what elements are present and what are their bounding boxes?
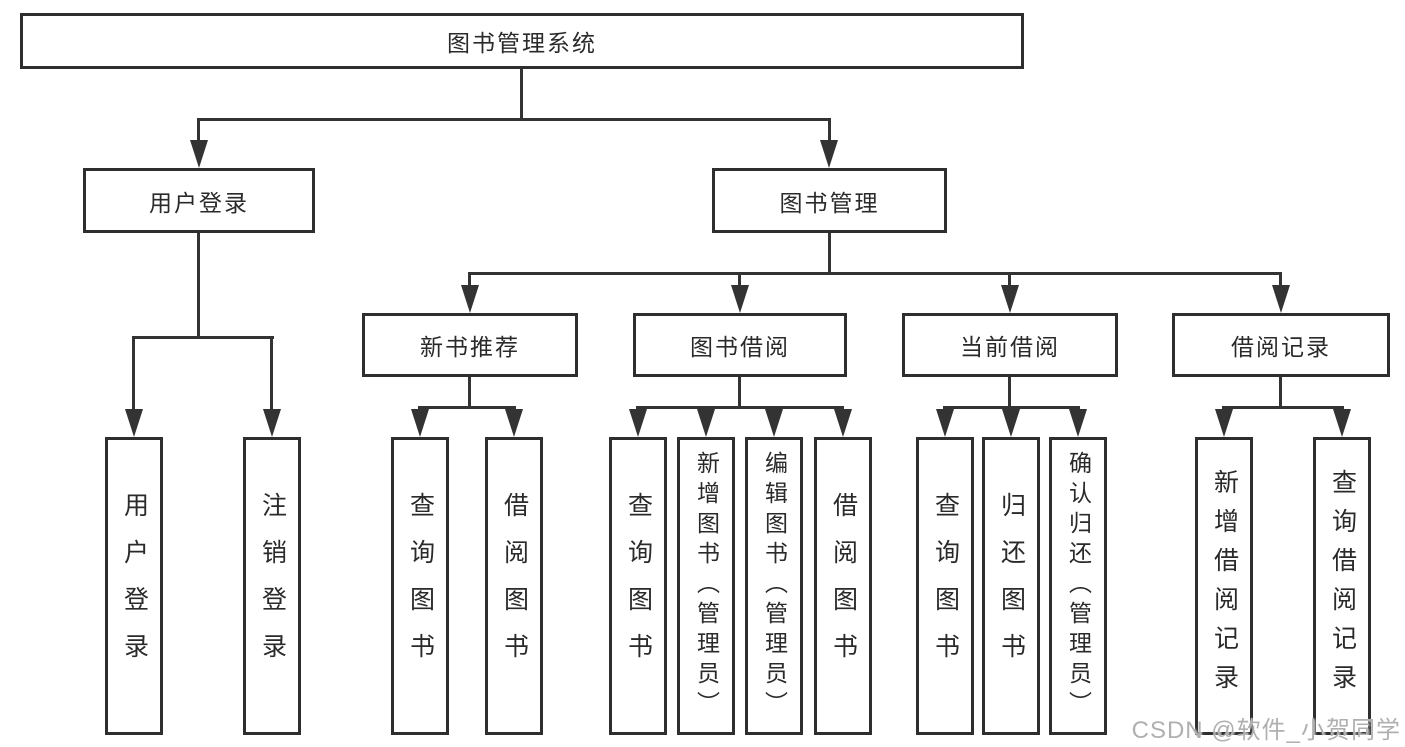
connector-arrow <box>1333 409 1351 437</box>
connector-arrow <box>1069 409 1087 437</box>
connector-arrow <box>505 409 523 437</box>
node-current-borrow: 当前借阅 <box>902 313 1118 377</box>
connector-line <box>828 233 831 272</box>
connector-arrow <box>190 140 208 168</box>
connector-arrow <box>263 409 281 437</box>
node-label: 图书管理 <box>779 189 880 216</box>
connector-line <box>270 336 273 411</box>
leaf-edit-books-admin: 编辑图书（管理员） <box>745 437 803 735</box>
connector-arrow <box>461 285 479 313</box>
leaf-label: 查询图书 <box>624 492 653 680</box>
connector-line <box>132 336 135 411</box>
leaf-label: 查询图书 <box>931 492 960 680</box>
connector-arrow <box>1001 285 1019 313</box>
connector-arrow <box>820 140 838 168</box>
leaf-add-borrow-record: 新增借阅记录 <box>1195 437 1253 735</box>
node-label: 借阅记录 <box>1231 334 1331 360</box>
leaf-current-query-books: 查询图书 <box>916 437 974 735</box>
node-label: 图书借阅 <box>690 334 790 360</box>
connector-arrow <box>1002 409 1020 437</box>
connector-line <box>468 272 471 287</box>
connector-line <box>132 336 274 339</box>
node-new-book-recommend: 新书推荐 <box>362 313 578 377</box>
connector-line <box>468 272 1282 275</box>
connector-arrow <box>697 409 715 437</box>
leaf-label: 注销登录 <box>258 492 287 680</box>
node-label: 图书管理系统 <box>447 30 597 56</box>
leaf-label: 新增图书（管理员） <box>693 451 720 721</box>
connector-line <box>197 118 200 144</box>
connector-arrow <box>411 409 429 437</box>
connector-line <box>1008 377 1011 406</box>
node-root-system: 图书管理系统 <box>20 13 1024 69</box>
connector-line <box>520 69 523 118</box>
connector-arrow <box>834 409 852 437</box>
node-book-management: 图书管理 <box>712 168 947 233</box>
leaf-label: 新增借阅记录 <box>1210 469 1239 703</box>
connector-line <box>1222 406 1344 409</box>
connector-arrow <box>629 409 647 437</box>
leaf-label: 借阅图书 <box>500 492 529 680</box>
leaf-confirm-return-admin: 确认归还（管理员） <box>1049 437 1107 735</box>
connector-line <box>738 272 741 287</box>
csdn-watermark: CSDN @软件_小贺同学 <box>1131 717 1401 744</box>
connector-arrow <box>1272 285 1290 313</box>
leaf-borrow-books: 借阅图书 <box>814 437 872 735</box>
leaf-label: 编辑图书（管理员） <box>761 451 788 721</box>
connector-line <box>1008 272 1011 287</box>
leaf-label: 查询借阅记录 <box>1328 469 1357 703</box>
connector-line <box>828 118 831 144</box>
connector-line <box>636 406 844 409</box>
leaf-query-borrow-record: 查询借阅记录 <box>1313 437 1371 735</box>
connector-line <box>197 233 200 336</box>
connector-arrow <box>765 409 783 437</box>
connector-line <box>468 377 471 406</box>
connector-line <box>1279 377 1282 406</box>
connector-line <box>418 406 516 409</box>
leaf-add-books-admin: 新增图书（管理员） <box>677 437 735 735</box>
connector-arrow <box>731 285 749 313</box>
connector-arrow <box>936 409 954 437</box>
leaf-recommend-query-books: 查询图书 <box>391 437 449 735</box>
leaf-recommend-borrow-books: 借阅图书 <box>485 437 543 735</box>
leaf-borrow-query-books: 查询图书 <box>609 437 667 735</box>
connector-arrow <box>125 409 143 437</box>
connector-line <box>738 377 741 406</box>
leaf-label: 确认归还（管理员） <box>1065 451 1092 721</box>
leaf-logout: 注销登录 <box>243 437 301 735</box>
node-book-borrow: 图书借阅 <box>633 313 847 377</box>
leaf-label: 借阅图书 <box>829 492 858 680</box>
leaf-return-books: 归还图书 <box>982 437 1040 735</box>
connector-line <box>1279 272 1282 287</box>
node-label: 新书推荐 <box>420 334 520 360</box>
connector-arrow <box>1215 409 1233 437</box>
connector-line <box>197 118 831 121</box>
node-borrow-records: 借阅记录 <box>1172 313 1390 377</box>
node-user-login: 用户登录 <box>83 168 315 233</box>
leaf-label: 归还图书 <box>997 492 1026 680</box>
node-label: 用户登录 <box>149 189 249 216</box>
leaf-label: 查询图书 <box>406 492 435 680</box>
node-label: 当前借阅 <box>960 334 1060 360</box>
leaf-label: 用户登录 <box>120 492 149 680</box>
leaf-user-login: 用户登录 <box>105 437 163 735</box>
